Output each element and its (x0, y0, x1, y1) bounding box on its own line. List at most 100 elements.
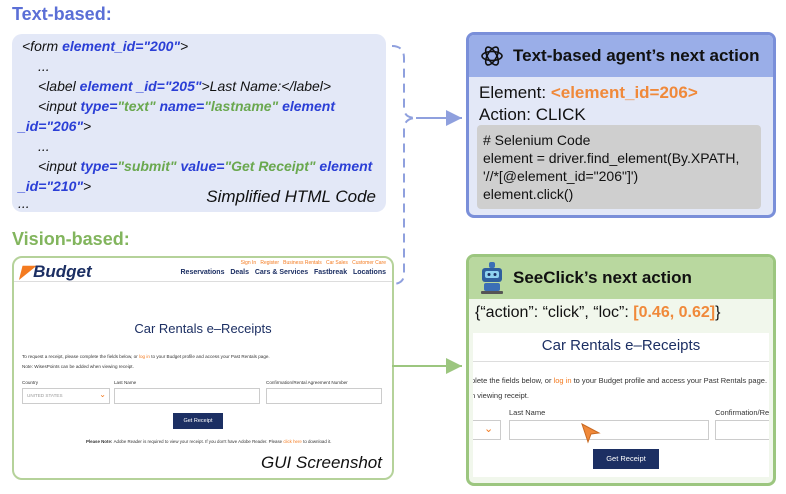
top-link[interactable]: Car Sales (325, 260, 348, 266)
zoom-get-receipt-button[interactable]: Get Receipt (593, 449, 659, 469)
code-token: <input (38, 98, 81, 114)
element-label: Element: (479, 83, 551, 102)
zoom-instr-text: plete the fields below, or (473, 376, 554, 385)
confirmation-input[interactable] (266, 388, 382, 404)
top-link[interactable]: Customer Care (352, 260, 386, 266)
top-link[interactable]: Register (260, 260, 279, 266)
login-link[interactable]: log in (138, 354, 150, 359)
code-line-ellipsis: ... (38, 138, 50, 154)
text-agent-header: Text-based agent’s next action (469, 35, 773, 77)
nav-item[interactable]: Fastbreak (314, 269, 348, 276)
cursor-icon (581, 422, 601, 444)
zoom-country-select[interactable]: ⌄ (473, 420, 501, 440)
code-value: "submit" (117, 158, 177, 174)
output-text: {“action”: “click”, “loc”: (475, 304, 634, 321)
note: Note: WisesPoints can be added when view… (22, 364, 134, 369)
code-attr: element _id= (79, 78, 165, 94)
code-token: <label (38, 78, 80, 94)
text-based-header: Text-based: (12, 4, 112, 24)
seeclick-title: SeeClick’s next action (513, 268, 692, 287)
zoom-page-title: Car Rentals e–Receipts (541, 337, 701, 354)
chevron-down-icon: ⌄ (484, 423, 494, 435)
code-caption: Simplified HTML Code (206, 187, 376, 206)
top-link[interactable]: Sign In (240, 260, 257, 266)
country-select[interactable]: UNITED STATES ⌄ (22, 388, 110, 404)
code-attr: _id= (18, 118, 47, 134)
zoom-confirmation-label: Confirmation/Rental A (715, 408, 769, 417)
budget-logo: ◤Budget (20, 262, 92, 282)
footer-note-text: to download it. (301, 439, 332, 444)
code-token: > (83, 118, 92, 134)
top-links: Sign In Register Business Rentals Car Sa… (241, 260, 386, 266)
page-title: Car Rentals e–Receipts (134, 321, 272, 336)
code-value: "lastname" (204, 98, 279, 114)
code-attr: element (278, 98, 336, 114)
instructions-text: to your Budget profile and access your P… (149, 354, 270, 359)
code-line-input-submit-id: _id="210"> (18, 177, 91, 196)
zoomed-screenshot: Car Rentals e–Receipts plete the fields … (473, 333, 769, 477)
output-loc: [0.46, 0.62] (633, 304, 716, 321)
confirmation-label: Confirmation/Rental Agreement Number (266, 380, 348, 385)
action-line: Action: CLICK (479, 105, 586, 124)
code-line-input-submit: <input type="submit" value="Get Receipt"… (38, 157, 372, 176)
instructions-text: To request a receipt, please complete th… (22, 354, 139, 359)
nav-divider (14, 281, 392, 282)
zoom-instr-text: to your Budget profile and access your P… (571, 376, 768, 385)
zoom-lastname-label: Last Name (509, 408, 546, 417)
zoom-divider (473, 361, 769, 362)
gui-screenshot: ◤Budget Sign In Register Business Rental… (12, 256, 394, 480)
code-value: "206" (46, 118, 84, 134)
code-attr: type= (80, 98, 118, 114)
bracket-connector (391, 45, 417, 285)
zoom-instructions: plete the fields below, or log in to you… (473, 376, 767, 385)
screenshot-caption: GUI Screenshot (261, 453, 382, 472)
code-line-input-text-id: _id="206"> (18, 117, 91, 136)
zoom-lastname-input[interactable] (509, 420, 709, 440)
download-link[interactable]: click here (283, 439, 302, 444)
lastname-input[interactable] (114, 388, 260, 404)
nav-item[interactable]: Locations (352, 269, 386, 276)
footer-note-lead: Please Note: (86, 439, 114, 444)
code-value: "210" (46, 178, 84, 194)
selenium-line: # Selenium Code (483, 132, 591, 148)
lastname-label: Last Name (114, 380, 137, 385)
footer-note: Please Note: Adobe Reader is required to… (86, 439, 331, 444)
nav-item[interactable]: Cars & Services (254, 269, 309, 276)
code-line-ellipsis: ... (38, 58, 50, 74)
seeclick-panel: SeeClick’s next action {“action”: “click… (466, 254, 776, 486)
selenium-line: element = driver.find_element(By.XPATH, (483, 150, 740, 166)
element-value: <element_id=206> (550, 83, 698, 102)
code-token: > (180, 38, 189, 54)
code-value: "200" (143, 38, 181, 54)
code-attr: name= (155, 98, 205, 114)
country-label: Country (22, 380, 39, 385)
zoom-login-link[interactable]: log in (553, 376, 572, 385)
code-value: "Get Receipt" (224, 158, 316, 174)
nav-item[interactable]: Reservations (180, 269, 225, 276)
code-line-input-text: <input type="text" name="lastname" eleme… (38, 97, 335, 116)
code-attr: element (315, 158, 373, 174)
code-value: "text" (117, 98, 156, 114)
get-receipt-button[interactable]: Get Receipt (173, 413, 223, 429)
top-link[interactable]: Business Rentals (283, 260, 322, 266)
html-code-box: <form element_id="200"> ... <label eleme… (12, 34, 386, 212)
footer-note-text: Adobe Reader is required to view your re… (113, 439, 284, 444)
openai-icon (481, 46, 503, 66)
code-attr: value= (176, 158, 225, 174)
code-token: > (83, 178, 92, 194)
code-attr: _id= (18, 178, 47, 194)
nav-item[interactable]: Deals (230, 269, 249, 276)
code-attr: type= (80, 158, 118, 174)
code-line-ellipsis: ... (18, 195, 30, 211)
code-line-form: <form element_id="200"> (22, 37, 188, 56)
robot-icon (481, 262, 503, 294)
country-value: UNITED STATES (27, 393, 63, 398)
output-text: } (715, 304, 721, 321)
zoom-note: n viewing receipt. (473, 391, 529, 400)
budget-logo-text: Budget (33, 262, 92, 281)
code-token: >Last Name:</label> (201, 78, 332, 94)
code-line-label: <label element _id="205">Last Name:</lab… (38, 77, 331, 96)
vision-based-header: Vision-based: (12, 229, 130, 249)
budget-logo-mark: ◤ (20, 262, 34, 281)
zoom-confirmation-input[interactable] (715, 420, 769, 440)
